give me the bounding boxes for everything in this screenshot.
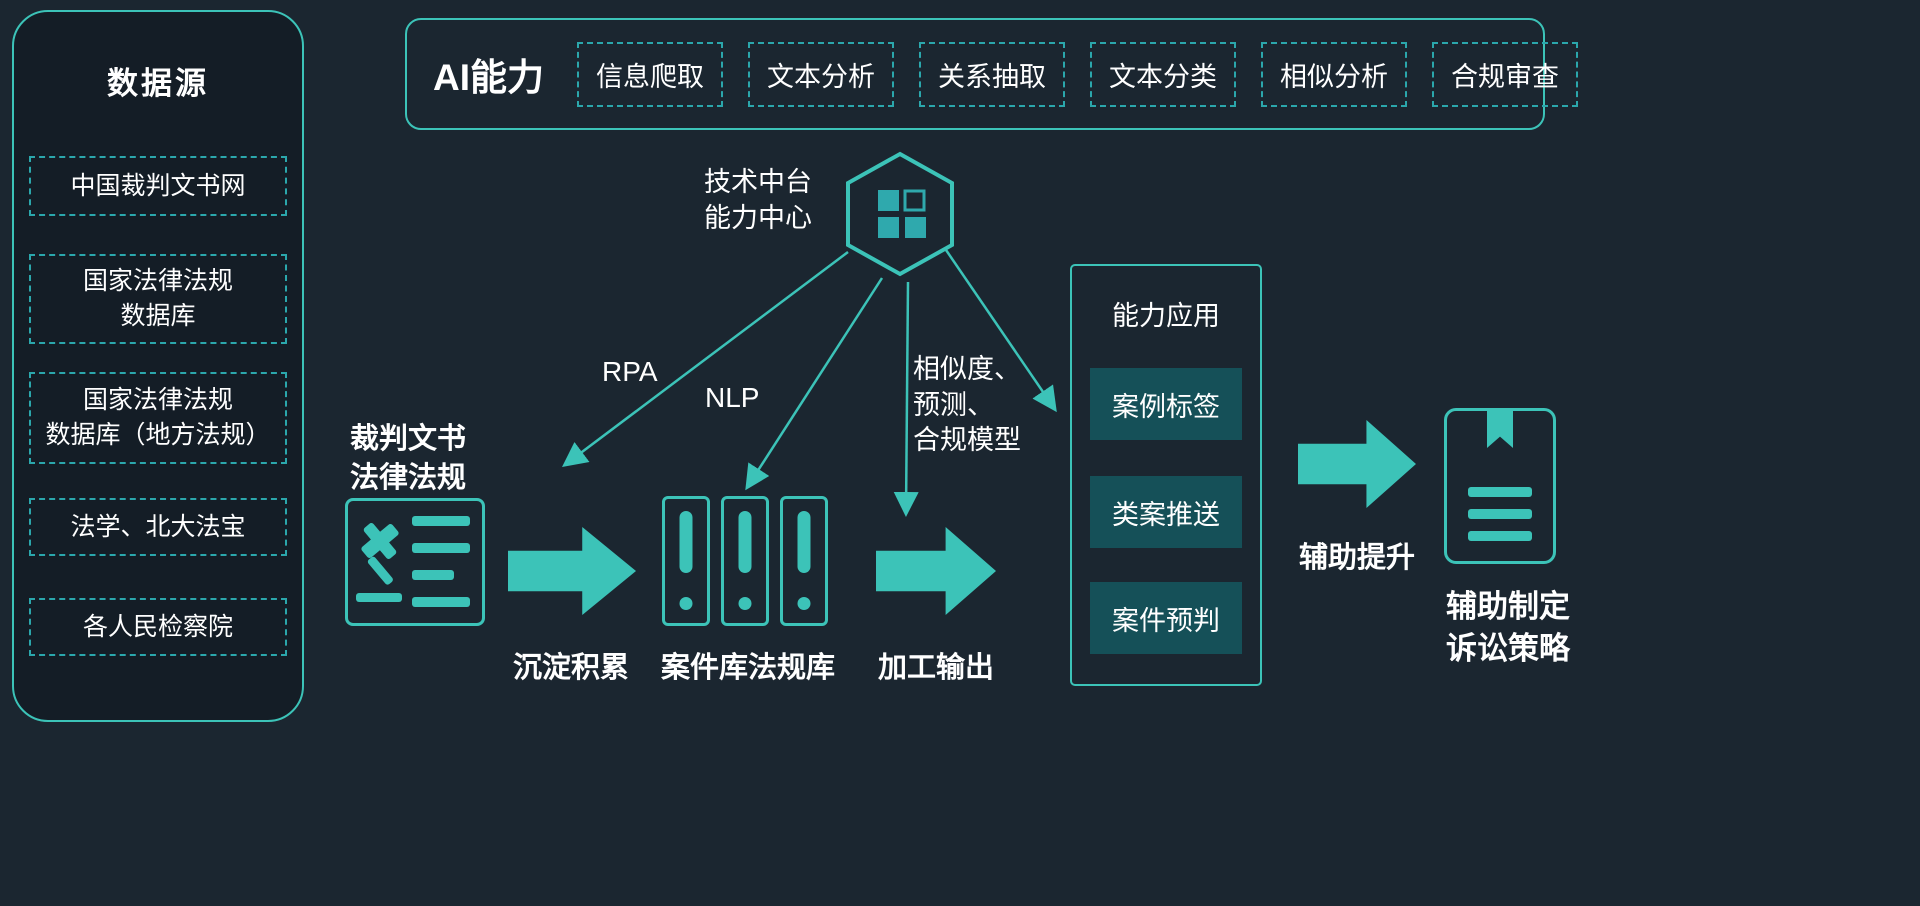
model-label: 相似度、 预测、 合规模型 [913, 354, 1021, 456]
text-line [412, 570, 454, 580]
caption-output: 加工输出 [877, 652, 994, 684]
text-line [412, 597, 470, 607]
ai-capability: 文本分类 [1090, 41, 1236, 107]
caption-repository: 案件库法规库 [660, 652, 835, 684]
input-documents-label: 裁判文书 法律法规 [350, 423, 467, 495]
data-source-item: 法学、北大法宝 [29, 498, 287, 556]
ai-panel-title: AI能力 [433, 57, 544, 98]
flow-arrow [1298, 420, 1416, 508]
data-source-item: 国家法律法规 数据库 [29, 254, 287, 344]
applications-panel: 能力应用 案例标签 类案推送 案件预判 [1070, 264, 1262, 686]
bookmark-document-icon [1444, 408, 1556, 564]
repository-books-icon [662, 496, 828, 626]
gavel-document-icon [345, 498, 485, 626]
arrow-to-nlp [745, 277, 884, 491]
data-sources-panel: 数据源 中国裁判文书网 国家法律法规 数据库 国家法律法规 数据库（地方法规） … [12, 10, 304, 722]
text-line [1468, 487, 1532, 497]
text-line [1468, 531, 1532, 541]
book-spine-icon [662, 496, 710, 626]
flow-arrow [876, 527, 996, 615]
application-item: 类案推送 [1090, 476, 1242, 548]
book-spine-icon [780, 496, 828, 626]
result-label: 辅助制定 诉讼策略 [1446, 589, 1570, 666]
data-source-item: 各人民检察院 [29, 598, 287, 656]
gavel-icon [356, 523, 402, 602]
bookmark-icon [1487, 410, 1513, 448]
text-line [1468, 509, 1532, 519]
nlp-label: NLP [705, 382, 760, 413]
flow-arrow [508, 527, 636, 615]
ai-capability: 文本分析 [748, 41, 894, 107]
ai-capability: 关系抽取 [919, 41, 1065, 107]
data-source-item: 中国裁判文书网 [29, 156, 287, 216]
platform-label: 技术中台 能力中心 [704, 167, 812, 234]
caption-accumulate: 沉淀积累 [512, 652, 629, 684]
ai-capabilities-panel: AI能力 信息爬取 文本分析 关系抽取 文本分类 相似分析 合规审查 [405, 18, 1578, 130]
caption-assist: 辅助提升 [1298, 542, 1415, 574]
data-sources-title: 数据源 [107, 66, 209, 101]
ai-capability: 信息爬取 [577, 41, 723, 107]
text-line [412, 516, 470, 526]
rpa-label: RPA [602, 356, 658, 387]
text-line [412, 543, 470, 553]
applications-title: 能力应用 [1112, 301, 1220, 331]
data-source-item: 国家法律法规 数据库（地方法规） [29, 372, 287, 464]
ai-capability: 相似分析 [1261, 41, 1407, 107]
book-spine-icon [721, 496, 769, 626]
hexagon-grid-icon [846, 151, 954, 277]
ai-capability: 合规审查 [1432, 41, 1578, 107]
arrow-to-model [893, 281, 919, 517]
application-item: 案件预判 [1090, 582, 1242, 654]
application-item: 案例标签 [1090, 368, 1242, 440]
